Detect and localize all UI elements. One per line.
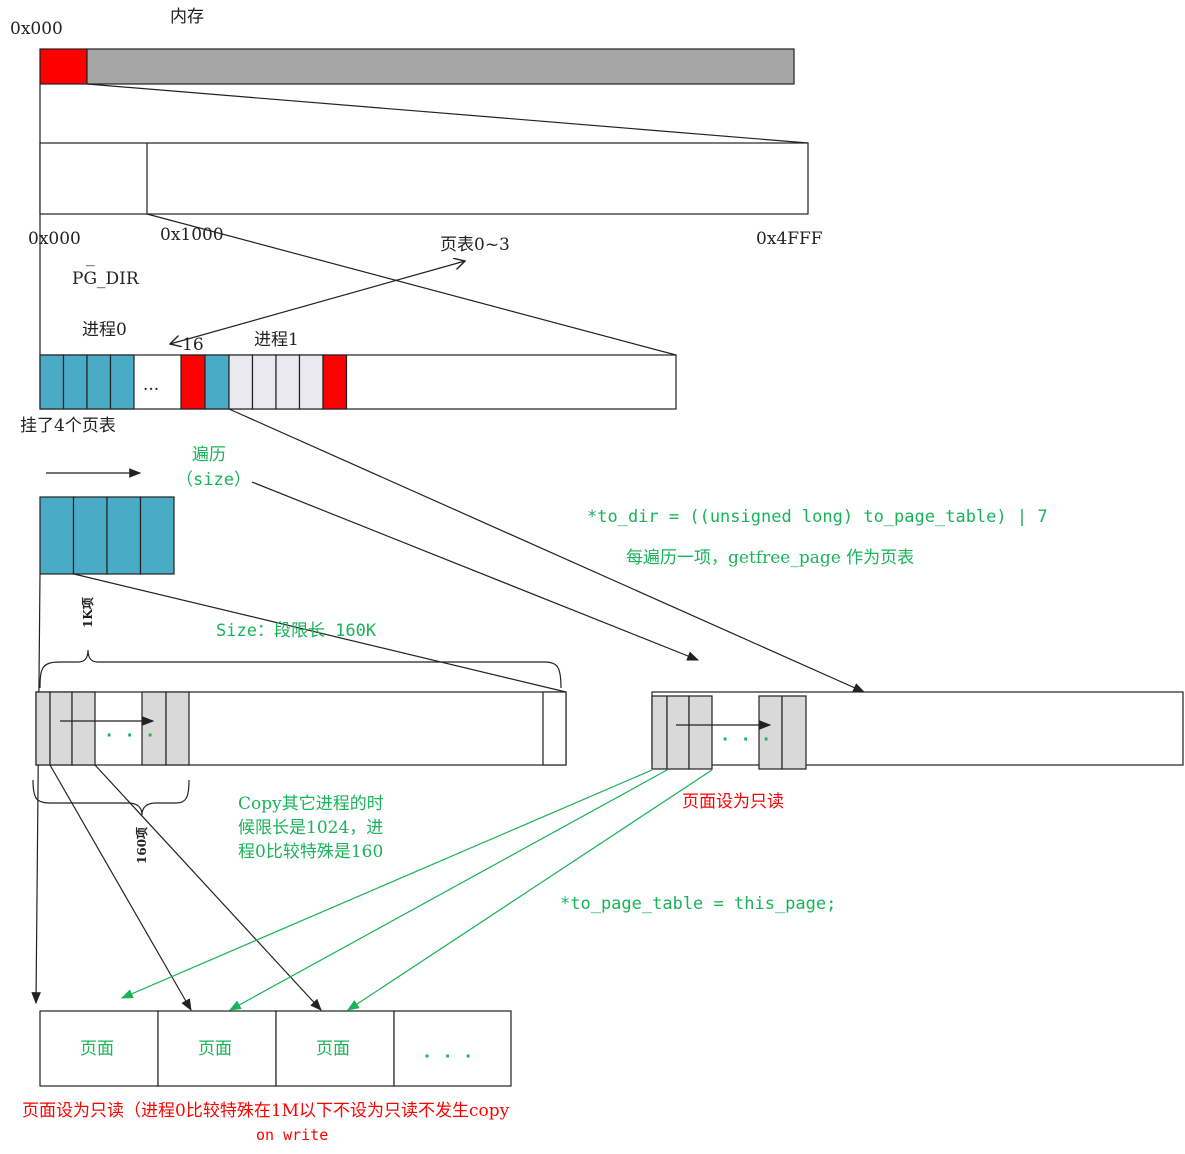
page-dots: · · · (422, 1047, 473, 1067)
page-tables-label: 页表0~3 (440, 235, 510, 255)
copy-note-line1: Copy其它进程的时 (238, 794, 384, 814)
source-page-table (35, 691, 567, 766)
process0-label: 进程0 (82, 320, 127, 340)
memory-label: 内存 (170, 7, 204, 27)
right-dots: · · · (720, 730, 771, 750)
brace-160 (32, 779, 190, 816)
entries-160-label: 160项 (135, 827, 149, 864)
addr-top-label: 0x000 (10, 19, 63, 39)
brace-1k (39, 649, 562, 689)
addr-0-label: 0x000 (28, 229, 81, 249)
page-box (393, 1010, 512, 1087)
pg-dir-underscore: _ (86, 247, 95, 267)
zoom-line-3 (73, 573, 567, 693)
dir-dots: ... (143, 375, 159, 395)
addr-1000-label: 0x1000 (160, 225, 224, 245)
memory-kernel-region (39, 48, 88, 85)
page-box (157, 1010, 277, 1087)
hung-4-tables-label: 挂了4个页表 (20, 416, 116, 436)
new-table-arrow (251, 481, 700, 661)
low-memory-bar (39, 142, 809, 215)
dest-page-table (651, 691, 1184, 770)
each-traverse-note: 每遍历一项，getfree_page 作为页表 (626, 548, 914, 568)
to-page-table-code: *to_page_table = this_page; (560, 894, 836, 914)
green-arrow-1 (120, 769, 653, 999)
to-dir-code: *to_dir = ((unsigned long) to_page_table… (587, 507, 1048, 527)
bottom-note-line1: 页面设为只读（进程0比较特殊在1M以下不设为只读不发生copy (22, 1101, 510, 1121)
index16-label: 16 (182, 335, 204, 355)
dir-to-table-arrow (228, 408, 866, 693)
addr-4fff-label: 0x4FFF (756, 229, 823, 249)
page-line-2 (94, 764, 322, 1011)
physical-pages (39, 1010, 512, 1087)
page-box (275, 1010, 395, 1087)
pg-dir-label: PG_DIR (72, 269, 140, 289)
page-label: 页面 (198, 1039, 232, 1059)
page-box (39, 1010, 159, 1087)
zoom-line-2 (146, 213, 677, 356)
double-arrow (170, 261, 465, 344)
left-dots: · · · (104, 726, 155, 746)
bottom-note-line2: on write (256, 1126, 328, 1144)
page-label: 页面 (80, 1039, 114, 1059)
page-label: 页面 (316, 1039, 350, 1059)
copy-note-line3: 程0比较特殊是160 (238, 842, 383, 862)
traverse-label: 遍历 (192, 445, 226, 465)
copy-note-line2: 候限长是1024，进 (238, 818, 383, 838)
size-label: （size） (176, 470, 251, 490)
page-line-1 (49, 764, 192, 1012)
memory-rest-region (86, 48, 795, 85)
size-limit-label: Size：段限长 160K (216, 621, 377, 641)
green-arrow-2 (228, 769, 668, 1011)
page-line-left (31, 573, 41, 1005)
green-arrow-3 (346, 769, 713, 1011)
readonly-right-label: 页面设为只读 (682, 792, 784, 812)
process0-page-tables (39, 496, 175, 575)
process1-label: 进程1 (254, 330, 299, 350)
page-directory-bar (39, 354, 677, 410)
entries-1k-label: 1K项 (81, 597, 95, 628)
zoom-line (86, 83, 809, 144)
